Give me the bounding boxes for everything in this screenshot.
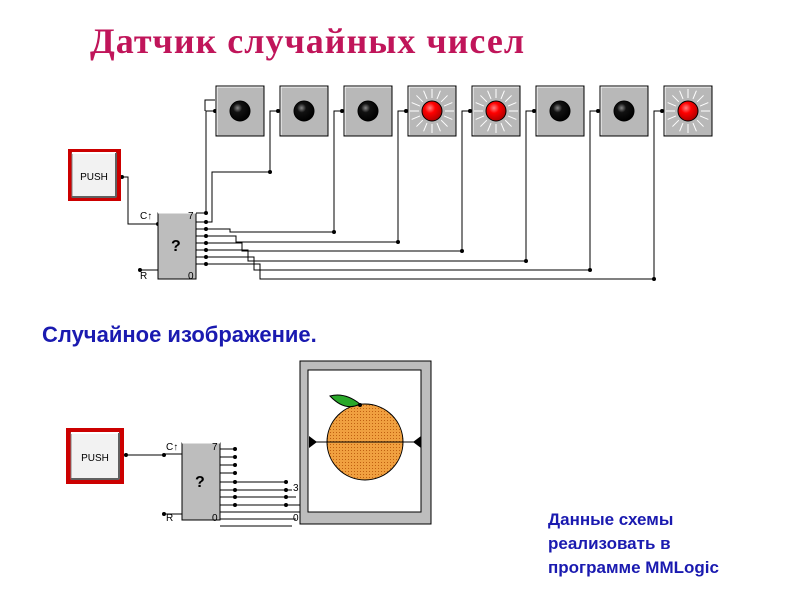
bitmap-display: 3 0: [293, 360, 432, 525]
lamp-5-on: [471, 85, 521, 137]
random-counter-2: ? C↑ R 7 0: [166, 442, 221, 524]
lamp-7-off: [599, 85, 649, 137]
counter-symbol: ?: [171, 238, 181, 255]
lamp-8-on: [663, 85, 713, 137]
note-text: Данные схемы реализовать в программе MML…: [548, 508, 788, 580]
pin-reset-label-2: R: [166, 513, 173, 524]
push-label: PUSH: [80, 172, 108, 183]
lamp-bulb-icon: [677, 100, 699, 122]
lamp-3-off: [343, 85, 393, 137]
lamp-bulb-icon: [549, 100, 571, 122]
note-line-1: Данные схемы: [548, 510, 674, 529]
push-button-1[interactable]: PUSH: [68, 149, 121, 201]
circuit-2-unused-outputs: [220, 448, 235, 474]
lamp-bulb-icon: [293, 100, 315, 122]
lamp-4-on: [407, 85, 457, 137]
lamp-row: [215, 85, 713, 137]
circuit-1-junctions: [120, 109, 664, 281]
bitmap-pin-top: 3: [293, 483, 299, 494]
pin-top-label-2: 7: [212, 442, 218, 453]
lamp-bulb-icon: [357, 100, 379, 122]
circuit-1: PUSH ? C↑ R 7 0: [68, 85, 713, 282]
pin-bottom-label: 0: [188, 271, 194, 282]
counter-symbol-2: ?: [195, 474, 205, 491]
note-line-3: программе MMLogic: [548, 558, 719, 577]
circuit-1-wires: [122, 99, 662, 280]
page-title: Датчик случайных чисел: [90, 21, 526, 61]
circuit-2: PUSH ? C↑ R 7 0 3 0: [66, 360, 432, 527]
lamp-bulb-icon: [229, 100, 251, 122]
push-label-2: PUSH: [81, 453, 109, 464]
pin-clock-label: C↑: [140, 211, 152, 222]
lamp-bulb-icon: [613, 100, 635, 122]
subtitle: Случайное изображение.: [42, 322, 317, 347]
pin-top-label: 7: [188, 211, 194, 222]
random-counter-1: ? C↑ R 7 0: [140, 211, 197, 282]
pin-reset-label: R: [140, 271, 147, 282]
note-line-2: реализовать в: [548, 534, 671, 553]
lamp-bulb-icon: [485, 100, 507, 122]
bitmap-pin-bottom: 0: [293, 513, 299, 524]
lamp-bulb-icon: [421, 100, 443, 122]
lamp-2-off: [279, 85, 329, 137]
lamp-6-off: [535, 85, 585, 137]
circuit-2-junctions: [124, 447, 288, 516]
push-button-2[interactable]: PUSH: [66, 428, 124, 484]
pin-clock-label-2: C↑: [166, 442, 178, 453]
pin-bottom-label-2: 0: [212, 513, 218, 524]
lamp-1-off: [215, 85, 265, 137]
